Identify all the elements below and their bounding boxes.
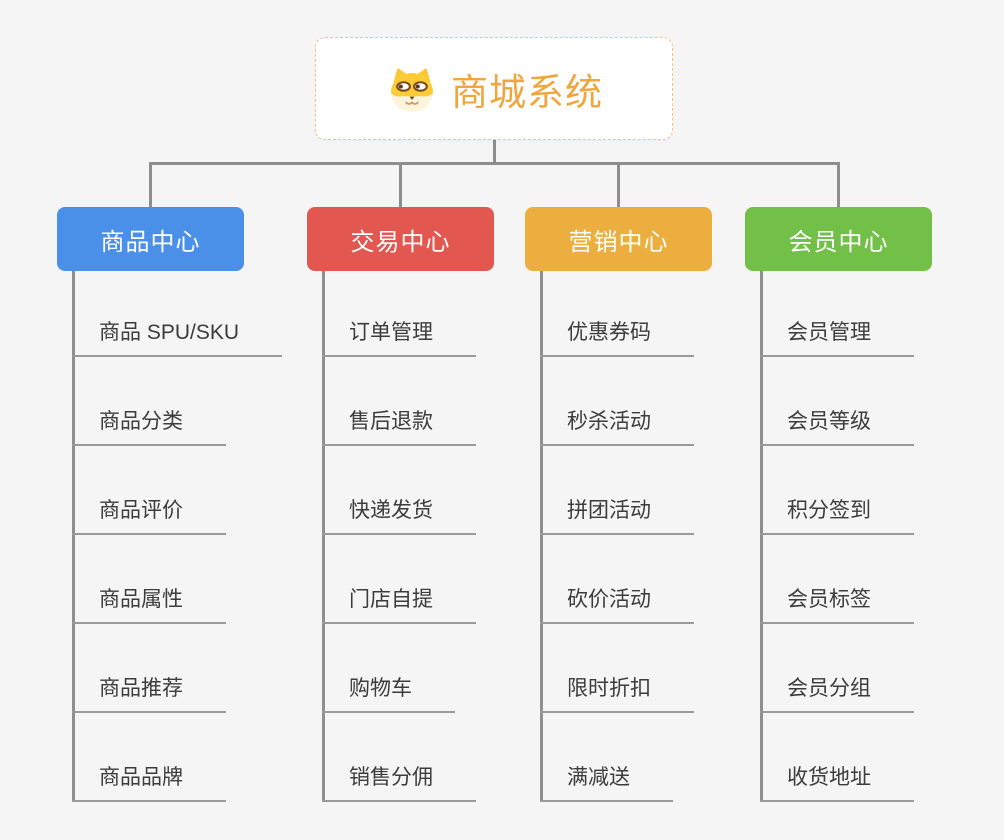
connector-bus xyxy=(149,162,840,165)
leaf-node-product-category[interactable]: 商品分类 xyxy=(72,409,226,446)
leaf-node-full-reduction[interactable]: 满减送 xyxy=(540,765,673,802)
leaf-node-member-level[interactable]: 会员等级 xyxy=(760,409,914,446)
shiba-dog-icon xyxy=(385,64,439,114)
leaf-node-product-spu-sku[interactable]: 商品 SPU/SKU xyxy=(72,320,283,357)
leaf-node-group-buy[interactable]: 拼团活动 xyxy=(540,498,694,535)
root-node[interactable]: 商城系统 xyxy=(315,37,673,140)
branch-spine-marketing xyxy=(540,271,543,802)
leaf-node-shopping-cart[interactable]: 购物车 xyxy=(322,676,455,713)
connector-drop-marketing xyxy=(617,162,620,208)
branch-spine-member xyxy=(760,271,763,802)
branch-spine-trade xyxy=(322,271,325,802)
leaf-node-points-checkin[interactable]: 积分签到 xyxy=(760,498,914,535)
branch-node-product-center[interactable]: 商品中心 xyxy=(57,207,244,271)
connector-drop-member xyxy=(837,162,840,208)
leaf-node-product-review[interactable]: 商品评价 xyxy=(72,498,226,535)
leaf-node-member-management[interactable]: 会员管理 xyxy=(760,320,914,357)
leaf-node-product-attr[interactable]: 商品属性 xyxy=(72,587,226,624)
connector-root-stub xyxy=(493,140,496,164)
leaf-node-time-discount[interactable]: 限时折扣 xyxy=(540,676,694,713)
branch-node-marketing-center[interactable]: 营销中心 xyxy=(525,207,712,271)
leaf-node-product-brand[interactable]: 商品品牌 xyxy=(72,765,226,802)
leaf-node-flash-sale[interactable]: 秒杀活动 xyxy=(540,409,694,446)
leaf-node-coupon-code[interactable]: 优惠券码 xyxy=(540,320,694,357)
leaf-node-member-groups[interactable]: 会员分组 xyxy=(760,676,914,713)
leaf-node-sales-commission[interactable]: 销售分佣 xyxy=(322,765,476,802)
root-node-label: 商城系统 xyxy=(451,71,603,113)
leaf-node-order-management[interactable]: 订单管理 xyxy=(322,320,476,357)
branch-spine-product xyxy=(72,271,75,802)
leaf-node-product-recommend[interactable]: 商品推荐 xyxy=(72,676,226,713)
leaf-node-bargain-activity[interactable]: 砍价活动 xyxy=(540,587,694,624)
leaf-node-express-delivery[interactable]: 快递发货 xyxy=(322,498,476,535)
leaf-node-after-sale-refund[interactable]: 售后退款 xyxy=(322,409,476,446)
leaf-node-member-tags[interactable]: 会员标签 xyxy=(760,587,914,624)
branch-node-trade-center[interactable]: 交易中心 xyxy=(307,207,494,271)
branch-node-member-center[interactable]: 会员中心 xyxy=(745,207,932,271)
connector-drop-product xyxy=(149,162,152,208)
leaf-node-shipping-address[interactable]: 收货地址 xyxy=(760,765,914,802)
connector-drop-trade xyxy=(399,162,402,208)
leaf-node-store-pickup[interactable]: 门店自提 xyxy=(322,587,476,624)
